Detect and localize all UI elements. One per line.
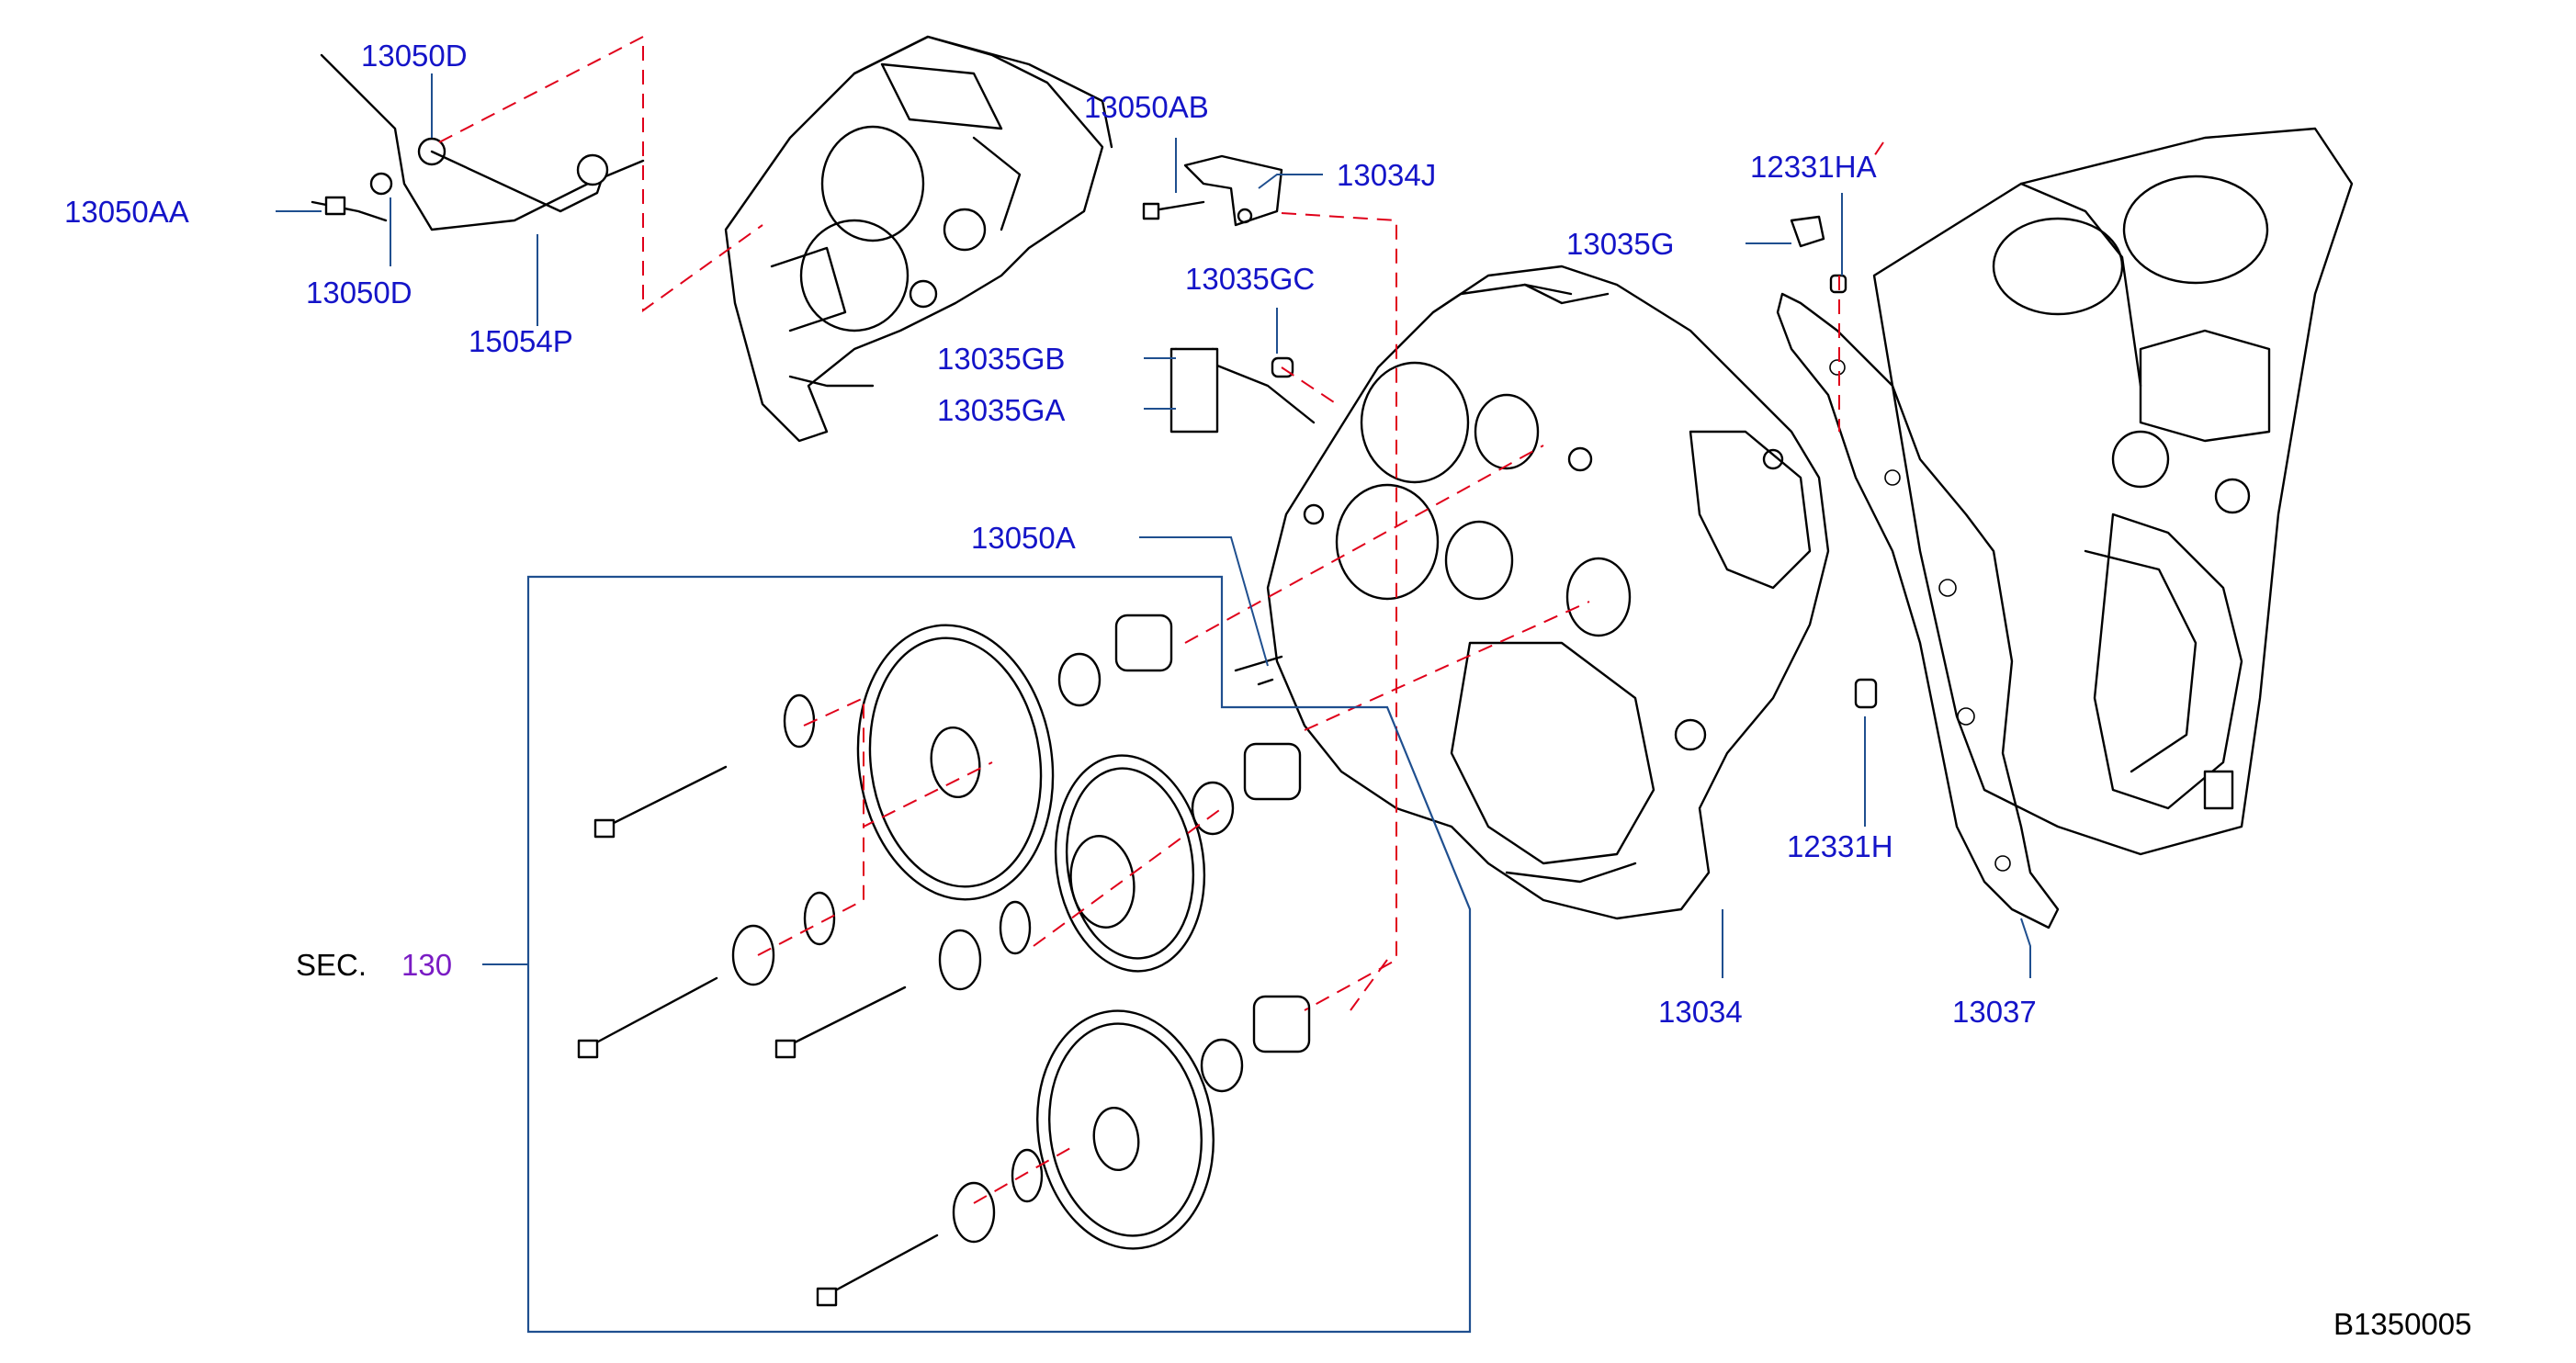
part-label-13034[interactable]: 13034 (1658, 995, 1743, 1029)
part-label-13050d-bottom[interactable]: 13050D (306, 276, 412, 310)
part-label-13037[interactable]: 13037 (1952, 995, 2037, 1029)
idler-gear-middle-illustration (1054, 754, 1206, 973)
front-gasket-illustration (1776, 292, 2060, 929)
leader-lines (276, 73, 2031, 978)
part-label-13050a[interactable]: 13050A (971, 521, 1076, 555)
section-ref-prefix: SEC. (296, 948, 367, 982)
section-130-outline (526, 575, 1472, 1334)
rear-engine-block-illustration (724, 35, 1113, 443)
part-label-13035ga[interactable]: 13035GA (937, 393, 1065, 427)
bolts-and-washers-illustration (577, 655, 1283, 1307)
assembly-dashed-lines (438, 35, 1884, 1204)
part-label-15054p[interactable]: 15054P (469, 324, 573, 358)
small-hardware-illustration (311, 53, 1878, 709)
front-engine-block-illustration (1872, 127, 2354, 856)
section-ref-link[interactable]: 130 (401, 948, 452, 982)
part-label-13050d-top[interactable]: 13050D (361, 39, 468, 73)
idler-shafts-illustration (1057, 614, 1311, 1093)
part-label-12331ha[interactable]: 12331HA (1750, 150, 1877, 184)
part-label-13050ab[interactable]: 13050AB (1084, 90, 1209, 124)
part-label-13035gb[interactable]: 13035GB (937, 342, 1065, 376)
part-label-13034j[interactable]: 13034J (1337, 158, 1436, 192)
drawing-code: B1350005 (2333, 1307, 2471, 1341)
idler-gear-upper-illustration (856, 624, 1055, 901)
part-label-13050aa[interactable]: 13050AA (64, 195, 189, 229)
front-cover-illustration (1266, 265, 1830, 920)
idler-gear-lower-illustration (1036, 1009, 1215, 1250)
part-label-13035gc[interactable]: 13035GC (1185, 262, 1315, 296)
part-label-13035g[interactable]: 13035G (1566, 227, 1674, 261)
part-label-12331h[interactable]: 12331H (1787, 829, 1893, 863)
